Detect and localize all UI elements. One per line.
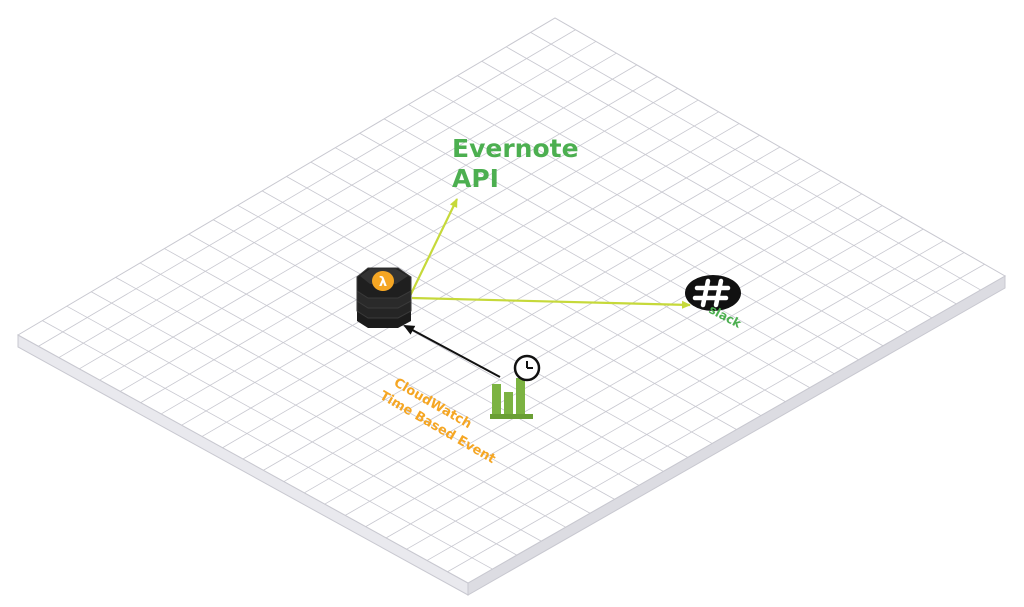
grid-line — [359, 132, 810, 388]
grid-line — [324, 193, 863, 505]
lambda-badge — [372, 271, 394, 291]
grid-line — [457, 75, 908, 333]
grid-line — [530, 32, 981, 291]
grid-line — [283, 170, 822, 482]
grid-line — [426, 252, 965, 561]
grid-line — [304, 181, 842, 494]
grid-line — [408, 104, 859, 361]
grid-line — [335, 147, 786, 402]
lambda-icon: λ — [356, 267, 412, 328]
evernote-api-label-line2: API — [452, 164, 499, 193]
grid-line — [310, 161, 762, 416]
grid-line — [385, 228, 924, 539]
arrow-cloudwatch-to-lambda — [403, 325, 501, 378]
slack-hash-icon — [685, 275, 741, 311]
grid-lines — [38, 29, 985, 573]
cloudwatch-chart-icon — [490, 378, 533, 419]
grid-line — [447, 263, 985, 573]
arrow-to-slack — [411, 296, 691, 309]
arrow-to-evernote — [409, 198, 458, 297]
grid-line — [263, 158, 801, 471]
grid-line — [242, 146, 781, 460]
grid-line — [345, 205, 883, 516]
grid-line — [432, 89, 884, 347]
grid-line — [365, 217, 903, 527]
grid-line — [505, 46, 957, 305]
svg-text:λ: λ — [379, 275, 387, 290]
grid-line — [481, 60, 932, 319]
evernote-api-label-line1: Evernote — [452, 134, 579, 163]
grid-platform — [16, 17, 1007, 596]
grid-line — [383, 118, 835, 375]
clock-icon — [513, 354, 541, 382]
grid-line — [406, 240, 944, 550]
